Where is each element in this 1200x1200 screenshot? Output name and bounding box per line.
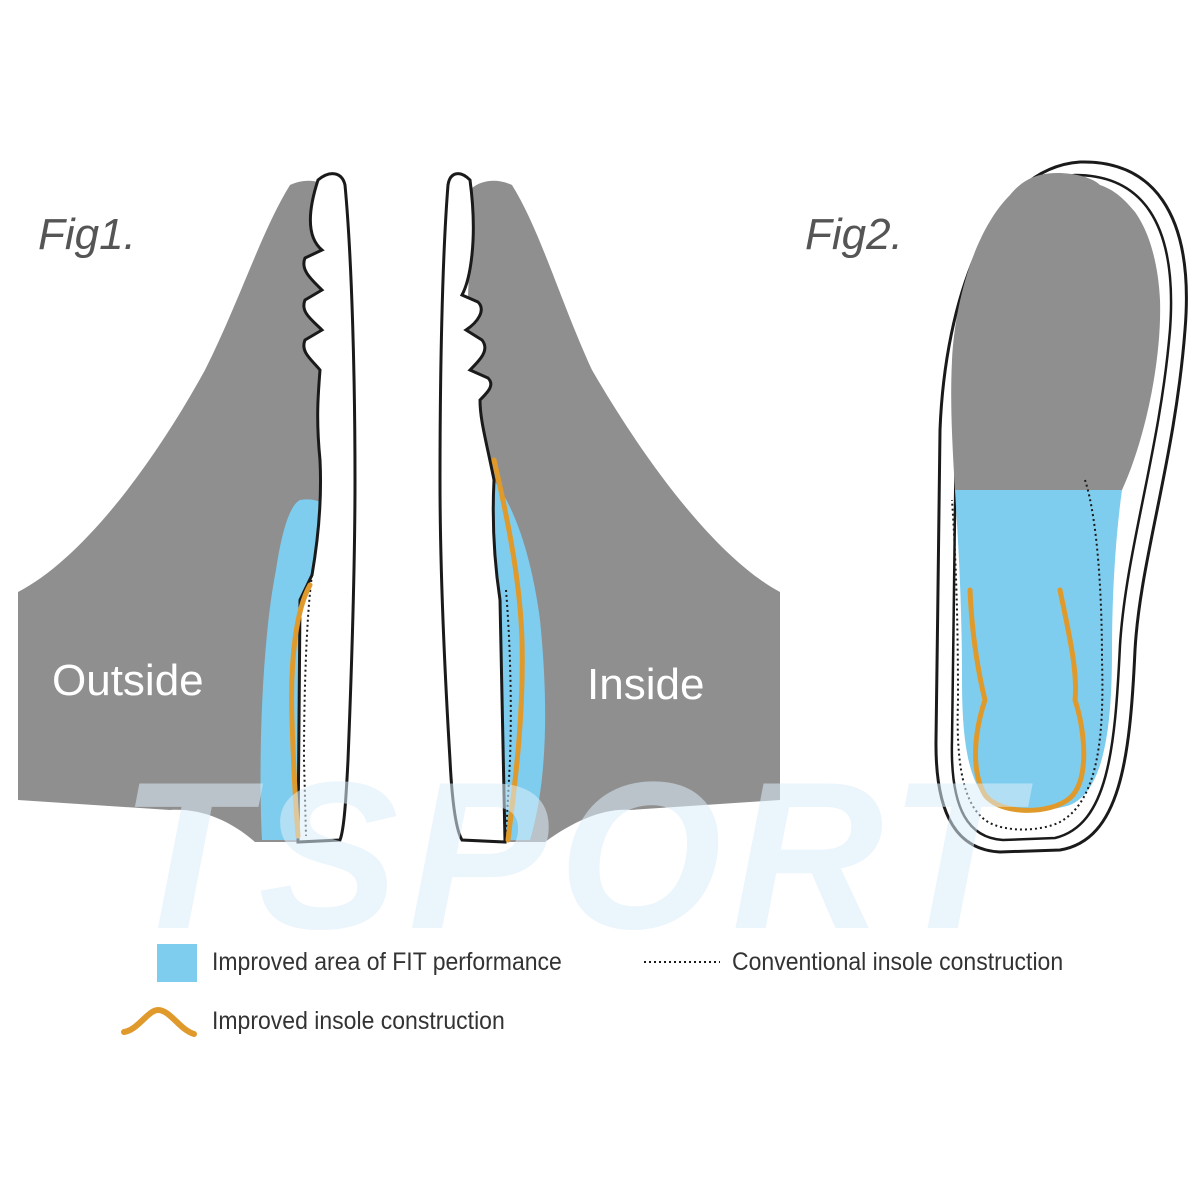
sole-foot-silhouette — [951, 173, 1161, 490]
inside-shoe-outline — [438, 172, 507, 844]
sole-conventional-insole-line — [951, 479, 1104, 831]
watermark-text: TSPORT — [120, 738, 1028, 973]
legend-conventional-insole-label: Conventional insole construction — [732, 948, 1064, 976]
legend-improved-insole-swatch — [121, 1006, 197, 1037]
inside-conventional-insole-line — [505, 589, 512, 837]
legend-fit-swatch — [157, 944, 197, 982]
outside-improved-insole-line — [289, 582, 313, 839]
legend-improved-insole-label: Improved insole construction — [212, 1007, 505, 1035]
outside-shoe-outline — [296, 172, 357, 844]
sole-improved-insole-line — [967, 587, 1087, 813]
outside-foot-silhouette — [18, 180, 343, 842]
inside-improved-insole-line — [491, 457, 525, 843]
outside-label: Outside — [52, 656, 204, 705]
inside-label: Inside — [587, 660, 705, 709]
legend-conventional-insole-swatch — [644, 961, 720, 963]
fig1-label: Fig1. — [38, 210, 136, 259]
legend-fit-label: Improved area of FIT performance — [212, 948, 562, 976]
fig2-label: Fig2. — [805, 210, 903, 259]
